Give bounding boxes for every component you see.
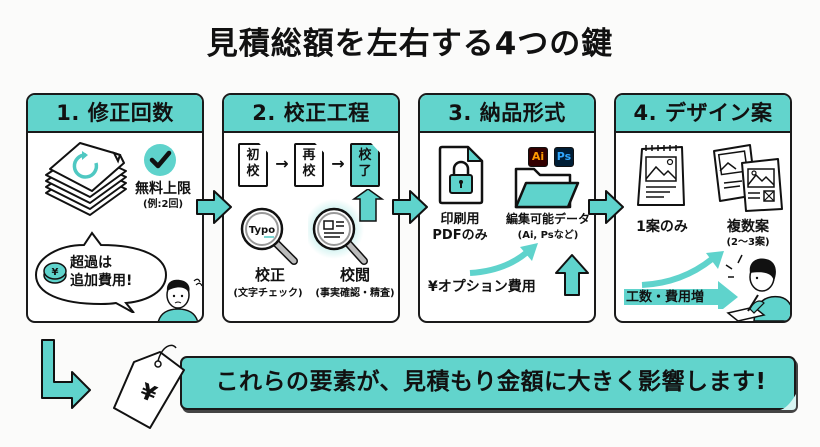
card-heading: 4. デザイン案 (616, 95, 790, 133)
ps-badge: Ps (554, 147, 574, 167)
stage-text: 校 (302, 164, 316, 179)
stage-final-proof (350, 143, 380, 187)
proofreading-sub: (文字チェック) (233, 288, 303, 299)
arrow-icon: → (331, 154, 345, 173)
arrow-icon: → (275, 154, 289, 173)
card-heading: 1. 修正回数 (28, 95, 202, 133)
card-design-proposals: 4. デザイン案 1案のみ 複数案 (614, 93, 792, 323)
card-heading: 2. 校正工程 (224, 95, 398, 133)
card-heading: 3. 納品形式 (420, 95, 594, 133)
up-arrow-icon (555, 254, 589, 296)
page-title: 見積総額を左右する4つの鍵 (198, 22, 621, 66)
multiple-design-sketches-icon (713, 144, 783, 212)
review-sub: (事実確認・精査) (315, 288, 395, 299)
card-delivery-format: 3. 納品形式 Ai Ps 印刷用 PDFのみ 編集可能データ (Ai, Psな… (418, 93, 596, 323)
arrow-right-icon (196, 190, 232, 224)
stage-text: 初 (246, 148, 260, 163)
multiple-proposal-label: 複数案 (727, 219, 769, 235)
price-tag-icon: ¥ (113, 344, 185, 429)
stage-text: 再 (302, 148, 316, 163)
review-label: 校閲 (339, 266, 370, 284)
pdf-label-line1: 印刷用 (440, 212, 480, 227)
yen-coin-icon: ¥ (43, 262, 67, 284)
arrow-right-icon (588, 190, 624, 224)
summary-banner (180, 356, 796, 410)
stage-second-proof (294, 143, 324, 187)
cost-increase-label: 工数・費用増 (626, 290, 705, 305)
pdf-label-line2: PDFのみ (432, 228, 488, 243)
speech-bubble (34, 231, 168, 313)
single-proposal-label: 1案のみ (636, 219, 688, 235)
magnifier-document-icon (308, 189, 385, 265)
single-design-sketch-icon (637, 145, 685, 206)
magnifier-typo-icon: Typo (240, 207, 298, 265)
summary-message: これらの要素が、見積もり金額に大きく影響します! (215, 369, 767, 395)
editable-folder-icon (514, 167, 580, 209)
free-limit-example: (例:2回) (142, 199, 184, 210)
title-banner: 見積総額を左右する4つの鍵 (0, 22, 820, 66)
free-limit-label: 無料上限 (135, 181, 191, 197)
stage-text: 校 (246, 164, 260, 179)
editable-label-line1: 編集可能データ (505, 212, 590, 226)
stage-text: 校 (358, 148, 372, 163)
editable-label-line2: (Ai, Psなど) (517, 230, 579, 241)
worried-person-icon (157, 278, 202, 321)
page-curl-decoration (780, 394, 796, 410)
ai-badge: Ai (528, 147, 548, 167)
proofreading-label: 校正 (254, 266, 285, 284)
card-proofreading: 2. 校正工程 初 校 → 再 校 → 校 了 Typo (222, 93, 400, 323)
locked-pdf-icon (438, 145, 484, 205)
stage-first-proof (238, 143, 268, 187)
stacked-paper-revision-icon (45, 142, 127, 216)
designer-person-icon (725, 254, 790, 321)
option-fee-label: ¥オプション費用 (428, 279, 536, 295)
arrow-right-icon (392, 190, 428, 224)
svg-text:Typo: Typo (249, 225, 275, 236)
curved-arrow-icon (469, 243, 538, 276)
bubble-text-line2: 追加費用! (70, 273, 133, 289)
card-revisions: 1. 修正回数 無料上限 (例:2回) ¥ 超過 (26, 93, 204, 323)
stage-text: 了 (358, 164, 372, 179)
cost-increase-arrow-icon (624, 251, 738, 309)
checkmark-icon (144, 144, 176, 176)
svg-text:¥: ¥ (52, 267, 59, 278)
down-right-arrow-icon (41, 339, 91, 409)
multiple-proposal-sub: (2〜3案) (726, 237, 770, 248)
bubble-text-line1: 超過は (70, 255, 112, 271)
